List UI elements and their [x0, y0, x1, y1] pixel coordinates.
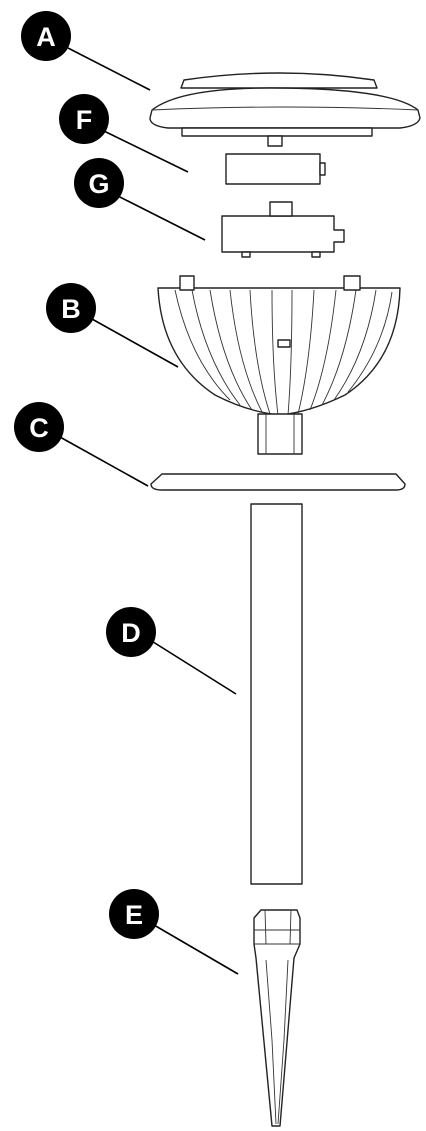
- callout-f: F: [59, 94, 109, 144]
- leader-c: [59, 436, 149, 487]
- leader-b: [91, 318, 179, 368]
- leader-a: [67, 47, 151, 91]
- part-c-ring: [150, 473, 406, 491]
- part-d-pole: [250, 503, 303, 885]
- leader-d: [149, 639, 237, 695]
- callout-g: G: [74, 158, 124, 208]
- callout-d-label: D: [121, 618, 141, 648]
- leader-e: [153, 924, 239, 975]
- part-b-shade-bowl: [157, 275, 401, 455]
- part-g-battery-holder: [221, 201, 345, 258]
- callout-e: E: [109, 889, 159, 939]
- callout-b: B: [46, 283, 96, 333]
- callout-e-label: E: [125, 900, 143, 930]
- callout-d: D: [106, 607, 156, 657]
- callout-c: C: [14, 402, 64, 452]
- leader-f: [103, 130, 189, 173]
- callout-g-label: G: [88, 169, 109, 199]
- part-a-cap: [149, 72, 421, 147]
- part-e-spike: [253, 909, 301, 1127]
- callout-f-label: F: [76, 105, 93, 135]
- leader-g: [111, 192, 206, 241]
- part-f-battery: [225, 153, 326, 185]
- callout-c-label: C: [29, 413, 49, 443]
- callout-b-label: B: [61, 294, 81, 324]
- leader-lines: [59, 47, 239, 975]
- callout-a: A: [21, 11, 71, 61]
- callout-a-label: A: [36, 22, 56, 52]
